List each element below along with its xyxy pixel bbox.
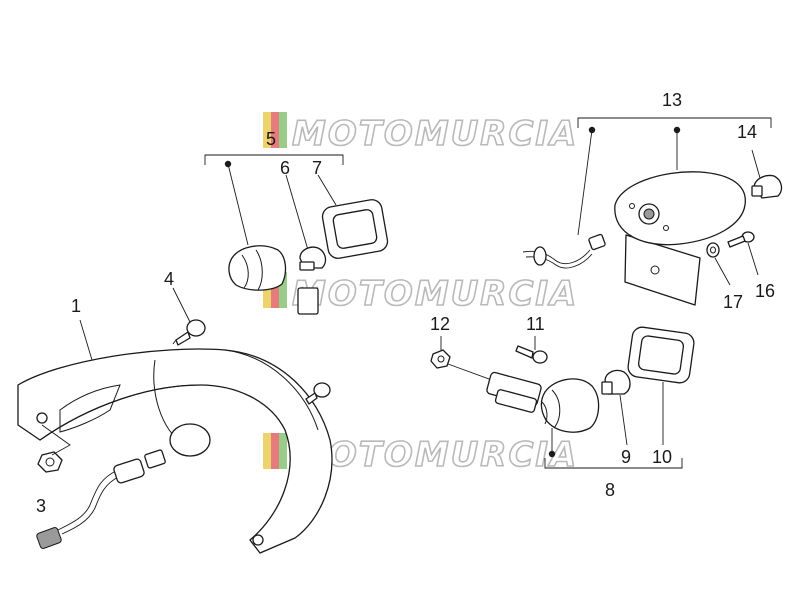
screw-housing-right [305,382,331,405]
watermark-text: MOTOMURCIA [292,114,578,154]
flasher-lamp-right [486,371,600,433]
watermark-flag-green [279,112,287,148]
watermark-flag-green [279,433,287,469]
screw-16 [727,231,759,276]
watermark-flag-red [271,433,279,469]
flasher-lamp-left [228,245,319,315]
callout-7: 7 [312,158,322,178]
watermark-bottom: MOTOMURCIA [263,433,578,476]
callout-4: 4 [164,269,174,289]
callout-11: 11 [526,314,545,334]
watermark-text: MOTOMURCIA [292,435,578,475]
nut-12 [430,336,501,384]
watermark-flag-green [279,272,287,308]
bracket-13 [577,117,772,236]
taillight-housing [17,348,333,554]
lens-10 [627,326,695,445]
watermark-flag-yellow [263,433,271,469]
watermark-flag-red [271,112,279,148]
plate-light-housing [614,171,746,306]
watermark-text: MOTOMURCIA [292,274,578,314]
lens-7 [317,174,389,259]
watermark-middle: MOTOMURCIA [263,272,578,315]
nut-3 [37,451,63,473]
watermark-flag-yellow [263,112,271,148]
callout-9: 9 [621,447,631,467]
leader-3 [41,424,71,456]
callout-1: 1 [71,296,81,316]
screw-4 [172,319,206,346]
screw-11 [515,336,548,364]
bulb-6 [285,174,327,271]
callout-5: 5 [266,129,276,149]
watermark-flag-red [271,272,279,308]
washer-17 [706,242,731,286]
bulb-14 [751,149,783,199]
bulb-9 [601,369,631,446]
callout-3: 3 [36,496,46,516]
callout-16: 16 [755,281,775,301]
callout-13: 13 [662,90,682,110]
wire-harness [36,449,166,549]
callout-12: 12 [430,314,450,334]
leader-4 [172,287,191,323]
callout-14: 14 [737,122,757,142]
bracket-5 [204,154,344,246]
leader-1 [79,319,93,361]
callout-10: 10 [652,447,672,467]
callout-17: 17 [723,292,743,312]
watermark-top: MOTOMURCIA [263,112,578,155]
callout-6: 6 [280,158,290,178]
callout-8: 8 [605,480,615,500]
wire-plate-light [522,233,606,269]
bracket-8 [544,428,683,469]
